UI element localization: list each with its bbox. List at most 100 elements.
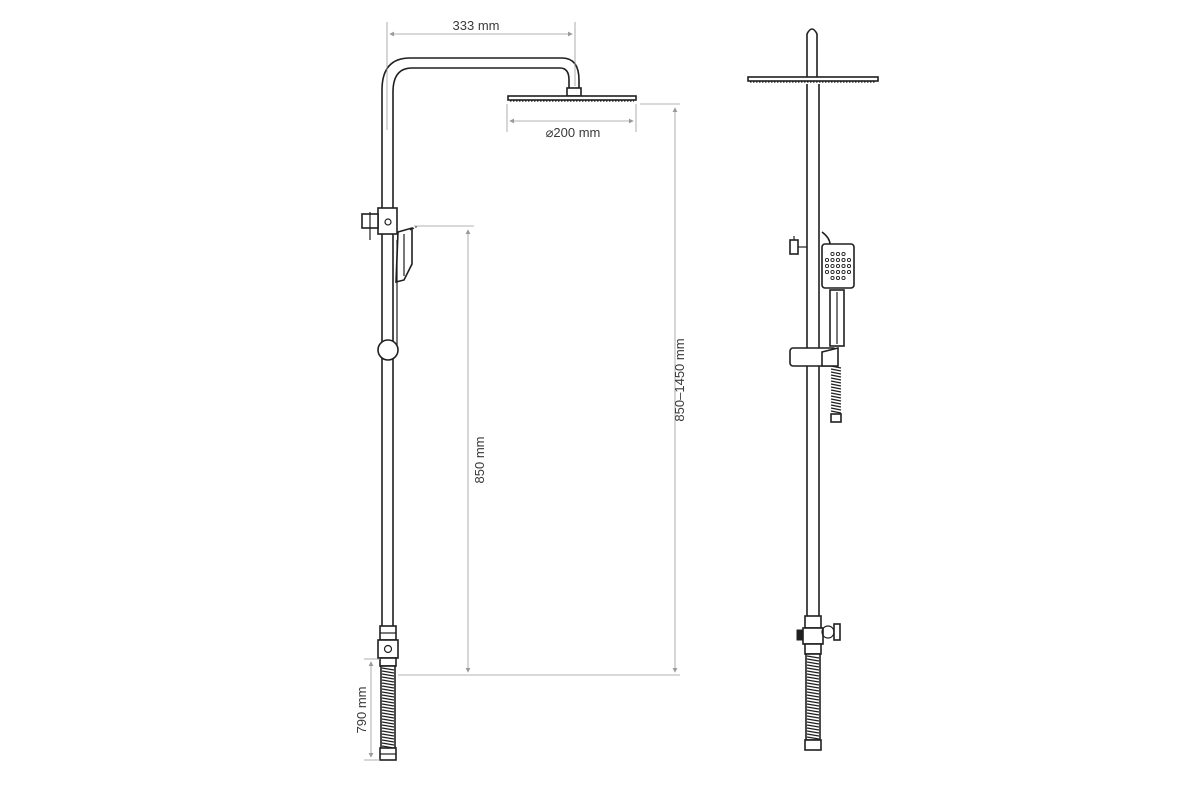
hose-rib	[830, 368, 842, 372]
front-hose-nut-top	[804, 643, 822, 655]
hose-rib	[381, 712, 395, 716]
hose-rib	[806, 727, 820, 731]
hose-rib	[806, 718, 820, 722]
nozzle	[824, 263, 830, 269]
nozzle	[830, 275, 835, 281]
hose-rib	[806, 712, 820, 716]
hose-rib	[806, 703, 820, 707]
nozzle	[841, 257, 846, 263]
front-hose-nut-bottom	[804, 739, 822, 751]
nozzle	[841, 269, 846, 275]
nozzle	[830, 269, 835, 275]
dimension-labels: 333 mm ⌀200 mm 850–1450 mm 850 mm 790 mm	[354, 18, 687, 733]
hose-rib	[830, 398, 842, 402]
hose-rib	[806, 661, 820, 665]
hose-rib	[381, 673, 395, 677]
rain-head-side	[507, 95, 637, 101]
hose-rib	[381, 700, 395, 704]
hose-rib	[381, 691, 395, 695]
hose-rib	[381, 694, 395, 698]
dim-handset-height: 850 mm	[472, 437, 487, 484]
hose-rib	[806, 709, 820, 713]
hose-rib	[806, 664, 820, 668]
hose-rib	[381, 706, 395, 710]
hose-rib	[806, 730, 820, 734]
hose-rib	[381, 739, 395, 743]
hose-rib	[806, 658, 820, 662]
hose-rib	[381, 676, 395, 680]
rain-head-front	[747, 76, 879, 82]
nozzle	[835, 251, 841, 257]
hose-rib	[381, 703, 395, 707]
hose-rib	[381, 670, 395, 674]
hose-rib	[830, 392, 842, 396]
nozzle	[824, 257, 830, 263]
hose-rib	[830, 377, 842, 381]
hose-rib	[806, 721, 820, 725]
nozzle	[841, 251, 846, 257]
hose-rib	[381, 709, 395, 713]
nozzle	[830, 263, 835, 269]
hose-rib	[806, 682, 820, 686]
hose-rib	[806, 676, 820, 680]
hose-rib	[806, 736, 820, 740]
dim-head-diameter: ⌀200 mm	[546, 125, 601, 140]
hose-rib	[806, 655, 820, 659]
hose-rib	[830, 380, 842, 384]
hose-rib	[830, 401, 842, 405]
diameter-symbol: ⌀	[546, 125, 554, 140]
hose-rib	[381, 682, 395, 686]
hose-rib	[381, 697, 395, 701]
hose-rib	[830, 371, 842, 375]
head-connector	[566, 87, 582, 97]
hose-rib	[381, 679, 395, 683]
nozzle	[835, 275, 841, 281]
hose-rib	[381, 715, 395, 719]
nozzle	[835, 269, 841, 275]
bottom-valve	[377, 639, 399, 659]
hose-rib	[806, 688, 820, 692]
hose-rib	[806, 673, 820, 677]
hose-rib	[381, 667, 395, 671]
hose-rib	[381, 721, 395, 725]
nozzle	[830, 257, 835, 263]
hose-rib	[830, 395, 842, 399]
hose-rib	[381, 718, 395, 722]
hose-rib	[830, 383, 842, 387]
slider-knob	[377, 339, 399, 361]
nozzle	[835, 257, 841, 263]
dim-hose-length: 790 mm	[354, 687, 369, 734]
hose-rib	[806, 715, 820, 719]
hose-rib	[830, 389, 842, 393]
riser-pipe-inner	[392, 67, 570, 628]
hose-rib	[830, 374, 842, 378]
hose-rib	[381, 727, 395, 731]
hose-rib	[830, 404, 842, 408]
nozzle	[846, 257, 852, 263]
diameter-value: 200 mm	[553, 125, 600, 140]
dim-arm-reach: 333 mm	[453, 18, 500, 33]
riser-pipe-outer	[381, 57, 580, 628]
hose-rib	[806, 685, 820, 689]
hose-rib	[830, 410, 842, 414]
hose-rib	[806, 670, 820, 674]
side-view	[361, 57, 637, 761]
nozzle	[841, 263, 846, 269]
hose-rib	[381, 733, 395, 737]
front-bottom-nut	[804, 615, 822, 629]
hose-rib	[381, 724, 395, 728]
hose-rib	[806, 697, 820, 701]
hose-rib	[806, 679, 820, 683]
nozzle	[841, 275, 846, 281]
hose-nut-top	[379, 657, 397, 667]
hose-rib	[806, 706, 820, 710]
hose-rib	[806, 667, 820, 671]
hose-rib	[381, 730, 395, 734]
nozzle	[824, 269, 830, 275]
hose-rib	[381, 742, 395, 746]
hose-rib	[806, 691, 820, 695]
hose-rib	[806, 733, 820, 737]
hand-shower-face	[821, 243, 855, 289]
hose-rib	[830, 386, 842, 390]
